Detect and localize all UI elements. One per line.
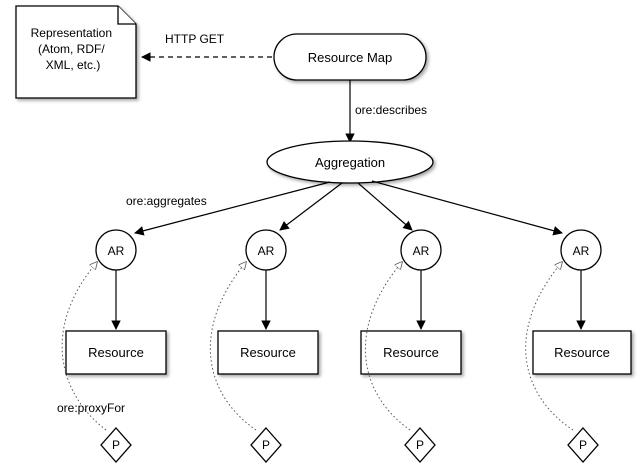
proxy-for-edge [525, 262, 574, 431]
ar-label: AR [573, 244, 590, 258]
proxy-label: P [112, 438, 120, 452]
http-get-label: HTTP GET [165, 32, 225, 46]
proxy-node [100, 427, 132, 463]
proxy-for-edge [61, 262, 107, 431]
representation-label: Representation (Atom, RDF/ XML, etc.) [31, 26, 116, 72]
aggregates-edge-4 [371, 180, 563, 236]
resource-node [217, 330, 319, 375]
representation-line-2: (Atom, RDF/ [38, 42, 105, 56]
proxy-label: P [416, 438, 424, 452]
resource-label: Resource [88, 345, 144, 360]
ar-label: AR [413, 244, 430, 258]
proxy-node [567, 427, 599, 463]
representation-line-1: Representation [31, 26, 112, 40]
resource-label: Resource [240, 345, 296, 360]
aggregates-edge-2 [279, 182, 343, 231]
representation-line-3: XML, etc.) [46, 58, 101, 72]
proxy-node [250, 427, 282, 463]
resource-node [532, 330, 632, 375]
proxy-label: P [579, 438, 587, 452]
aggregates-label: ore:aggregates [126, 194, 207, 208]
aggregates-edge-1 [134, 181, 331, 236]
resource-map-label: Resource Map [308, 50, 393, 65]
resource-label: Resource [554, 345, 610, 360]
proxy-node [404, 427, 436, 463]
ar-label: AR [108, 244, 125, 258]
ar-label: AR [258, 244, 275, 258]
resource-node [65, 330, 167, 375]
aggregation-label: Aggregation [315, 155, 385, 170]
proxy-label: P [262, 438, 270, 452]
aggregation-node [266, 140, 434, 184]
proxy-for-label: ore:proxyFor [57, 401, 125, 415]
describes-label: ore:describes [355, 103, 427, 117]
aggregates-edge-3 [357, 182, 413, 231]
representation-node [15, 5, 137, 99]
resource-node [360, 330, 462, 375]
resource-label: Resource [383, 345, 439, 360]
